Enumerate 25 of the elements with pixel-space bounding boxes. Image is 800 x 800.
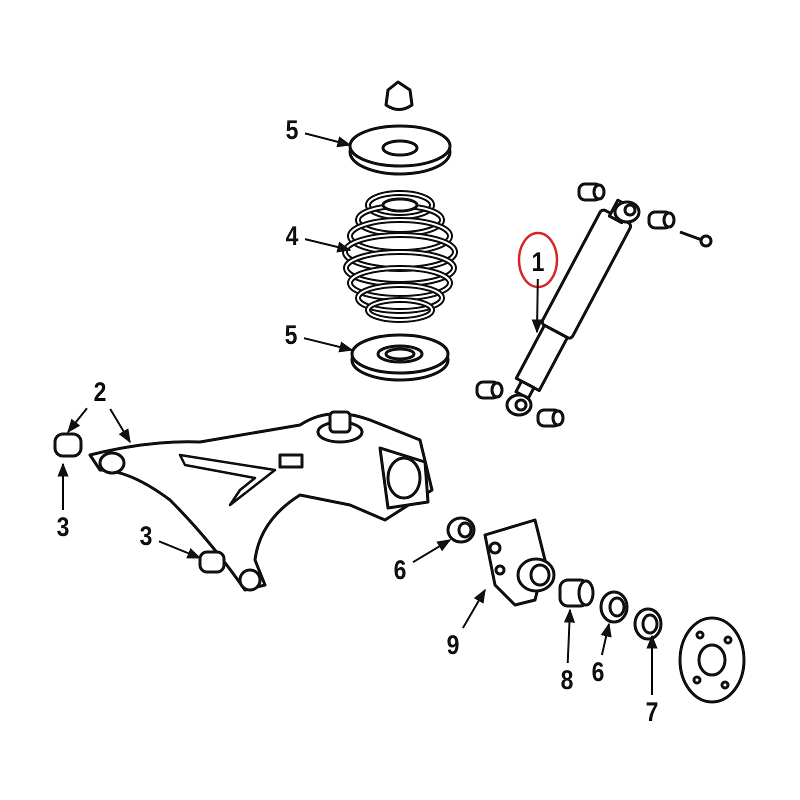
callout-number: 9 (444, 630, 462, 660)
leader-arrow (67, 408, 88, 434)
leader-arrow (462, 588, 486, 628)
leader-arrow (564, 608, 576, 664)
leader-arrow (57, 462, 69, 510)
leader-arrow (646, 634, 658, 695)
callout-number: 6 (588, 657, 608, 687)
callout-number: 8 (558, 665, 576, 695)
callout-number: 5 (282, 320, 300, 350)
callout-number: 6 (390, 555, 410, 585)
leader-arrow (412, 539, 452, 564)
leader-arrow (304, 132, 352, 148)
callout-number: 2 (90, 377, 110, 407)
callout-number: 3 (54, 512, 72, 542)
callout-number: 1 (528, 247, 548, 277)
callout-number: 4 (282, 221, 302, 251)
leader-arrow (109, 408, 131, 444)
leader-arrow (304, 337, 354, 352)
callout-number: 7 (642, 697, 662, 727)
leader-arrow (600, 622, 612, 656)
leader-arrow (158, 540, 202, 559)
leader-arrow (304, 238, 352, 252)
leader-arrow (532, 278, 543, 334)
callout-number: 3 (136, 521, 156, 551)
callout-number: 5 (282, 115, 302, 145)
